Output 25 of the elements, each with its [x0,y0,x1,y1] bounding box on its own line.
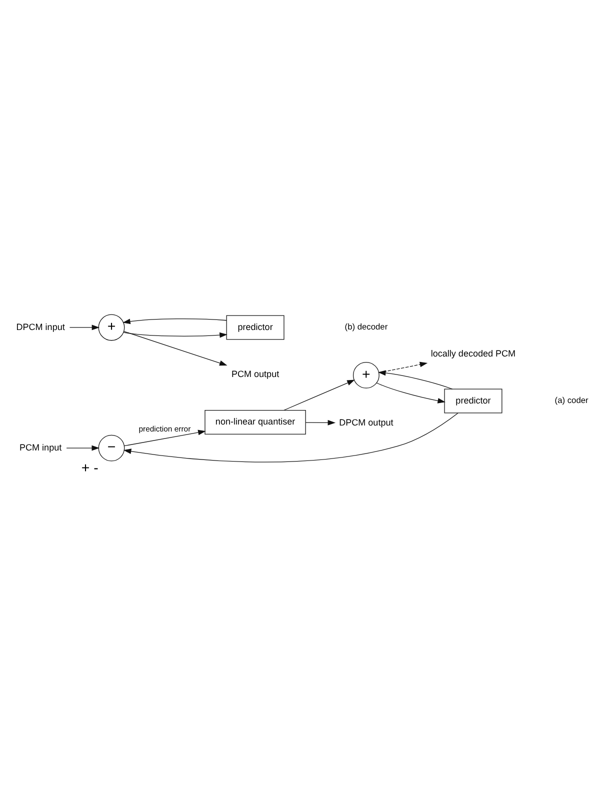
arrow [284,379,355,410]
node-circle: + [98,314,125,340]
node-text: locally decoded PCM [430,348,516,358]
node-box: predictor [226,314,284,340]
node-text: DPCM output [339,416,394,427]
label: (b) decoder [344,321,388,332]
node-circle: − [98,434,125,461]
arrow [123,332,228,338]
label: (a) coder [554,394,588,405]
arrow [123,412,458,462]
node-text: DPCM input [16,321,65,332]
arrow [124,429,206,446]
node-box: non-linear quantiser [204,410,306,434]
arrow [376,382,446,403]
node-text: PCM output [231,368,280,378]
arrow [122,318,227,324]
arrow [69,324,100,330]
arrow [66,444,100,450]
node-box: predictor [444,388,502,413]
arrow [124,330,228,366]
node-text: PCM input [20,442,62,452]
arrow [305,419,336,425]
node-circle: + [352,361,380,388]
arrow [378,370,453,389]
node-label: + - [81,460,98,476]
